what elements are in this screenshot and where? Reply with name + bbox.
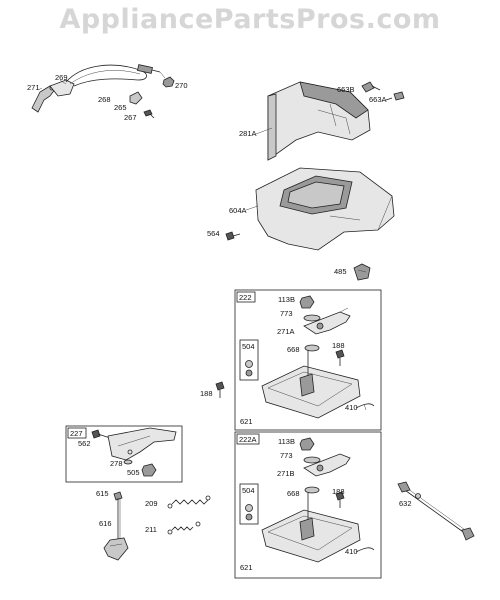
clip-485 <box>353 263 371 281</box>
part-label-267: 267 <box>124 113 137 122</box>
part-label-211: 211 <box>145 525 157 534</box>
throttle-cable-assembly <box>31 64 175 119</box>
box-227-title: 227 <box>70 429 83 438</box>
control-rod-615-616 <box>103 491 129 561</box>
box-227-parts <box>91 427 177 477</box>
box-227 <box>65 425 183 483</box>
watermark-logo: AppliancePartsPros.com <box>59 4 441 35</box>
box-222-label-773: 773 <box>280 309 293 318</box>
part-label-604a: 604A <box>229 206 247 215</box>
box-222a-label-188: 188 <box>332 487 345 496</box>
box-222a-label-504: 504 <box>242 486 255 495</box>
box-222-label-621: 621 <box>240 417 253 426</box>
box-222a-title: 222A <box>239 435 257 444</box>
engine-cover-604a <box>255 167 395 251</box>
spring-211 <box>167 521 201 535</box>
box-222a-label-668: 668 <box>287 489 300 498</box>
box-222 <box>234 289 382 431</box>
part-label-269: 269 <box>55 73 68 82</box>
part-label-188: 188 <box>200 389 213 398</box>
part-label-270: 270 <box>175 81 188 90</box>
box-222a-parts <box>239 437 375 563</box>
part-label-615: 615 <box>96 489 109 498</box>
part-label-562: 562 <box>78 439 91 448</box>
box-222-label-668: 668 <box>287 345 300 354</box>
box-222-parts <box>239 295 375 419</box>
part-label-616: 616 <box>99 519 112 528</box>
box-222-label-188: 188 <box>332 341 345 350</box>
part-label-663a: 663A <box>369 95 387 104</box>
box-222a-label-271b: 271B <box>277 469 295 478</box>
box-222a-label-621: 621 <box>240 563 253 572</box>
part-label-564: 564 <box>207 229 220 238</box>
part-label-281a: 281A <box>239 129 257 138</box>
part-label-485: 485 <box>334 267 347 276</box>
part-label-278: 278 <box>110 459 123 468</box>
box-222-label-113b: 113B <box>278 295 295 304</box>
screw-188 <box>215 381 225 398</box>
part-label-632: 632 <box>399 499 412 508</box>
box-222-title: 222 <box>239 293 252 302</box>
box-222a <box>234 431 382 579</box>
box-222a-label-113b: 113B <box>278 437 295 446</box>
box-222a-label-773: 773 <box>280 451 293 460</box>
part-label-505: 505 <box>127 468 140 477</box>
box-222-label-504: 504 <box>242 342 255 351</box>
box-222-label-271a: 271A <box>277 327 295 336</box>
part-label-268: 268 <box>98 95 111 104</box>
bolt-663a <box>385 91 405 101</box>
box-222-label-410: 410 <box>345 403 358 412</box>
part-label-209: 209 <box>145 499 158 508</box>
box-222a-label-410: 410 <box>345 547 358 556</box>
link-rod-632 <box>397 481 475 541</box>
upper-shroud-281a <box>267 81 371 161</box>
part-label-265: 265 <box>114 103 127 112</box>
bolt-663b <box>361 81 381 93</box>
screw-564 <box>225 231 241 241</box>
part-label-663b: 663B <box>337 85 355 94</box>
part-label-271: 271 <box>27 83 40 92</box>
spring-209 <box>167 495 211 509</box>
